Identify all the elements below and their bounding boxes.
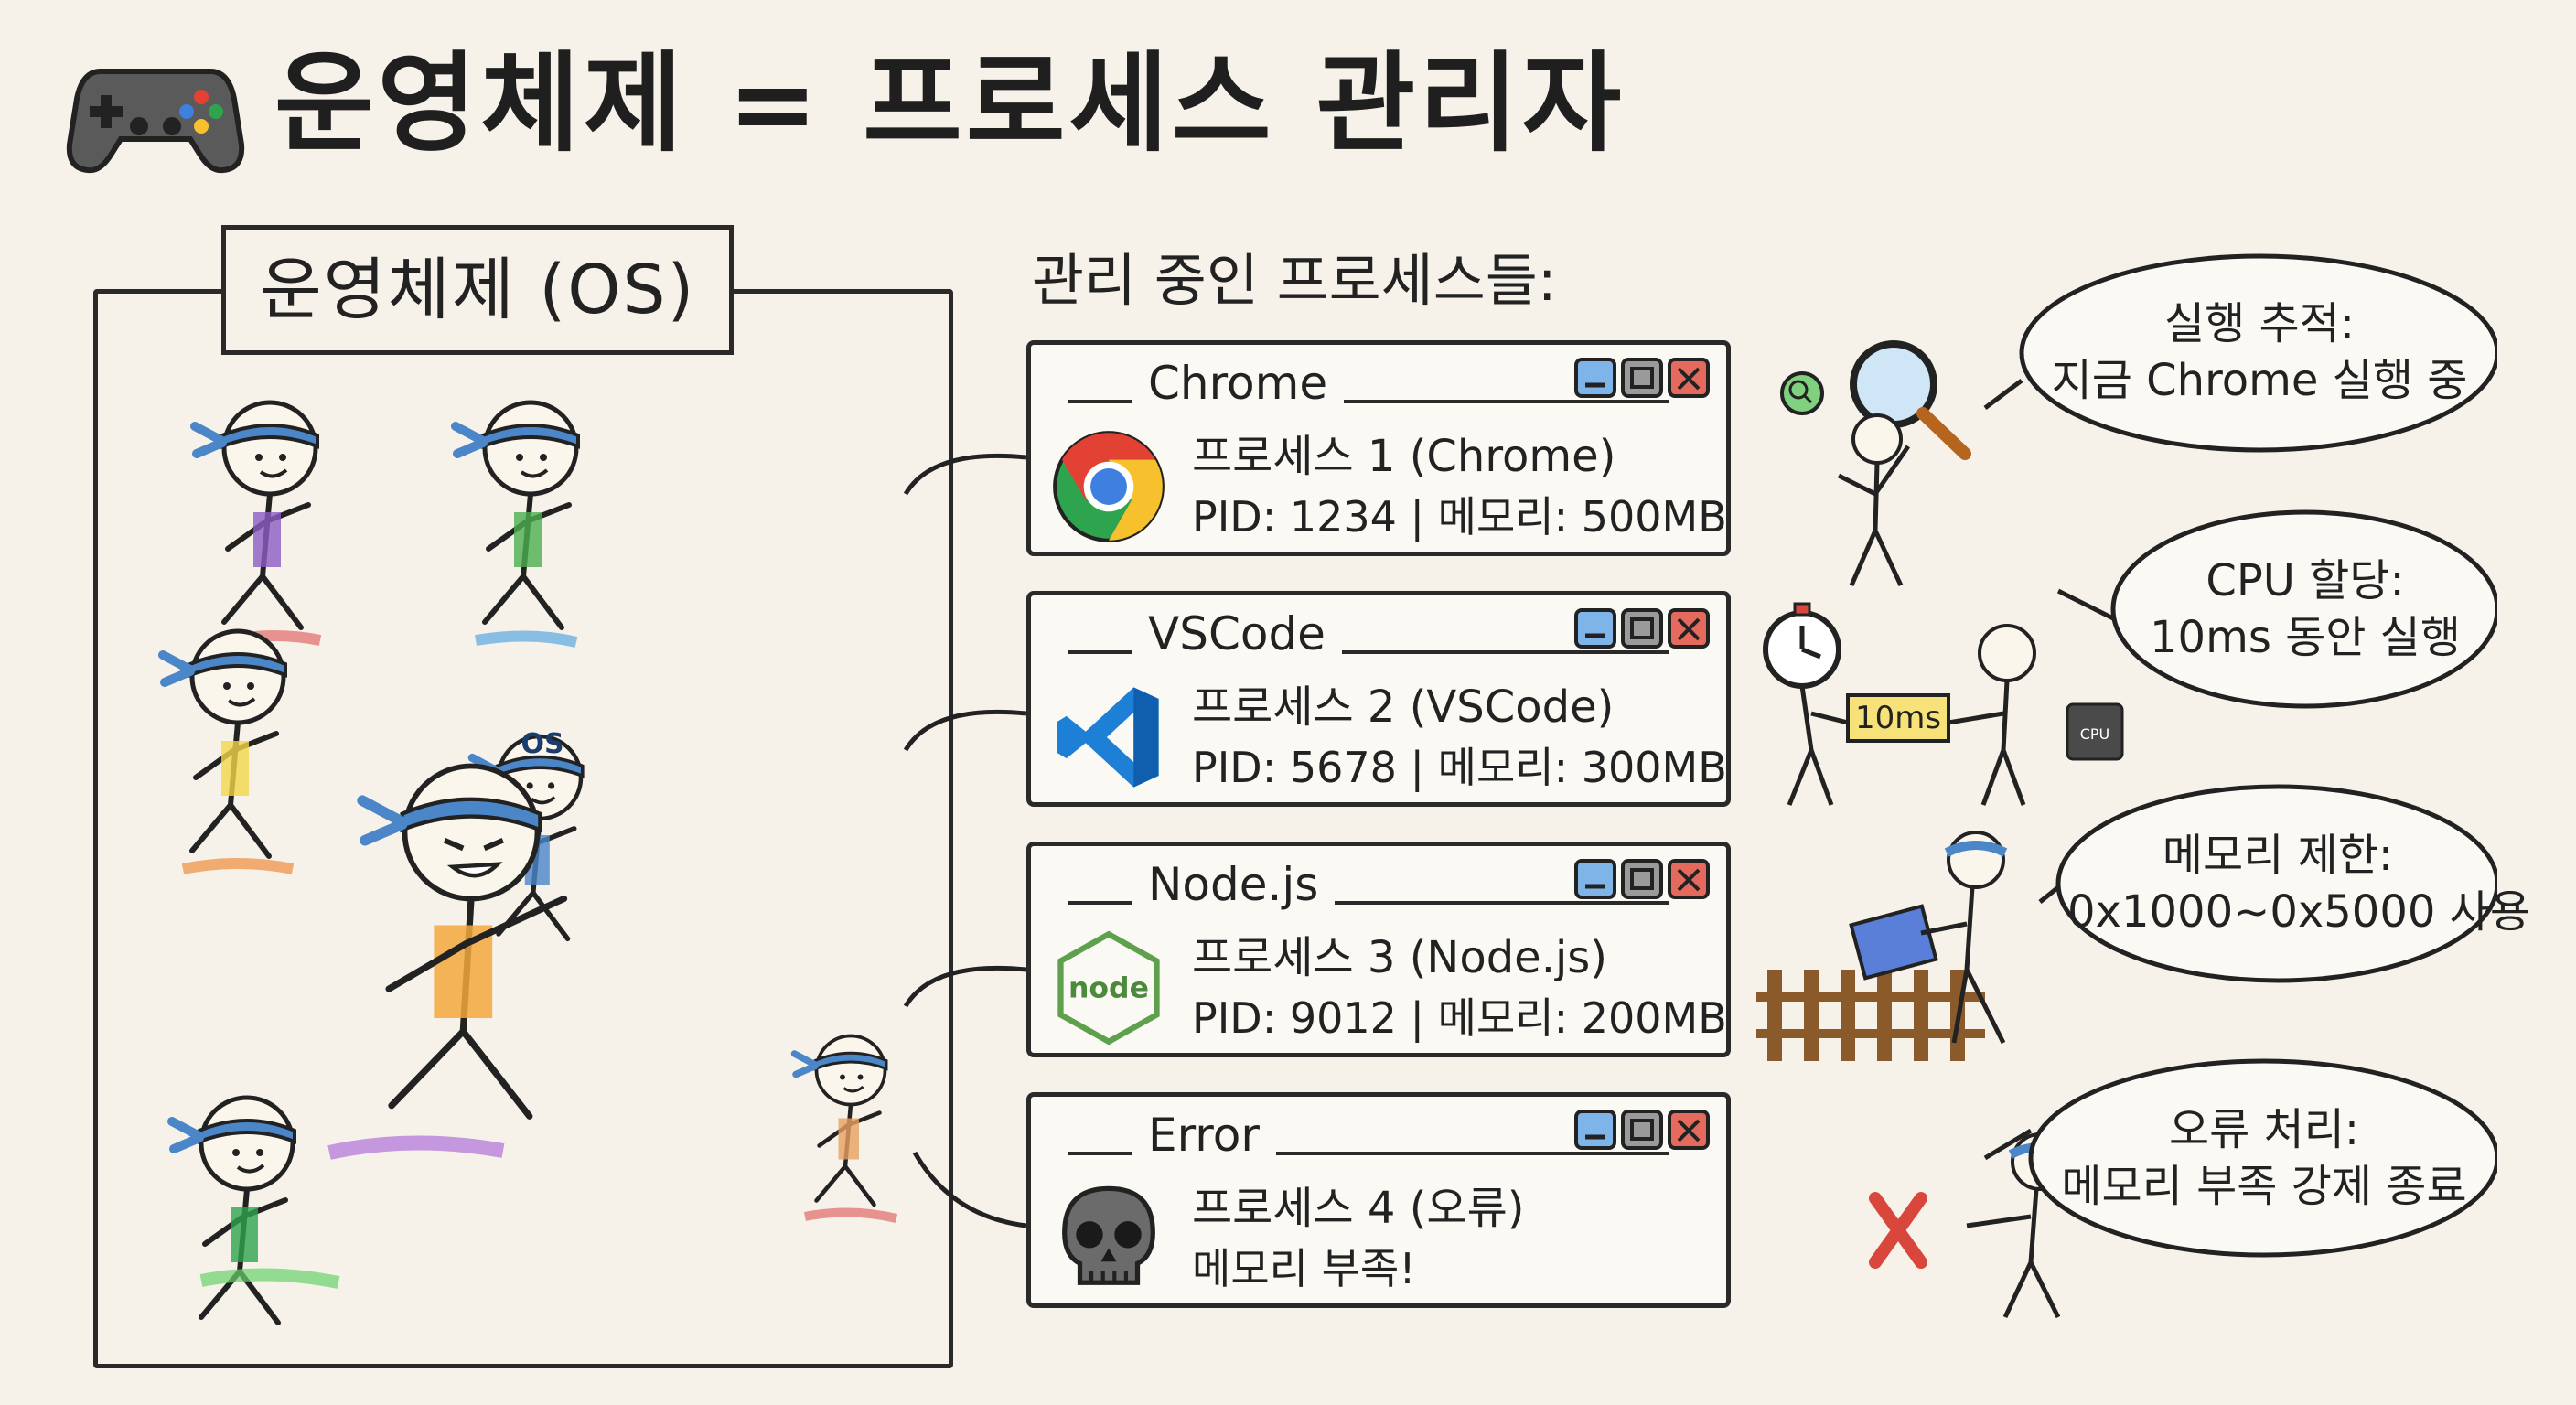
- process-window-vscode[interactable]: VSCode 프로세스 2 (VSCode) PID: 5678 | 메모리: …: [1026, 591, 1731, 807]
- speech-bubbles: [1983, 253, 2497, 1258]
- process-details: 메모리 부족!: [1192, 1244, 1416, 1293]
- stopwatch-icon: 10ms CPU: [1763, 602, 2124, 806]
- process-label: 프로세스 1 (Chrome): [1192, 431, 1616, 482]
- window-title: Chrome: [1132, 354, 1345, 413]
- bubble-title: 메모리 제한:: [2162, 830, 2394, 881]
- magnifier-icon: [1780, 340, 1971, 587]
- bubble-body: 0x1000~0x5000 사용: [2067, 886, 2530, 938]
- bubble-body: 10ms 동안 실행: [2150, 612, 2461, 663]
- chrome-icon: [1053, 431, 1165, 542]
- window-controls[interactable]: [1574, 608, 1712, 649]
- bubble-error-handling: 오류 처리: 메모리 부족 강제 종료: [2035, 1101, 2493, 1215]
- bubble-title: 오류 처리:: [2168, 1104, 2360, 1155]
- bubble-memory-limit: 메모리 제한: 0x1000~0x5000 사용: [2067, 827, 2530, 940]
- window-title: VSCode: [1132, 605, 1342, 663]
- action-illustrations: 10ms CPU: [1756, 340, 2124, 1319]
- window-title: Node.js: [1132, 855, 1336, 914]
- os-label: 운영체제 (OS): [221, 225, 734, 355]
- nodejs-icon: node: [1057, 930, 1160, 1046]
- window-controls[interactable]: [1574, 859, 1712, 899]
- bubble-body: 지금 Chrome 실행 중: [2051, 355, 2468, 406]
- process-list-heading: 관리 중인 프로세스들:: [1032, 247, 1557, 314]
- process-details: PID: 9012 | 메모리: 200MB: [1192, 993, 1727, 1043]
- window-title: Error: [1132, 1106, 1276, 1164]
- bubble-exec-tracking: 실행 추적: 지금 Chrome 실행 중: [2012, 295, 2506, 409]
- bubble-title: CPU 할당:: [2206, 555, 2405, 606]
- connector-lines: [903, 453, 1027, 1228]
- process-window-nodejs[interactable]: Node.js node 프로세스 3 (Node.js) PID: 9012 …: [1026, 842, 1731, 1057]
- process-label: 프로세스 3 (Node.js): [1192, 932, 1608, 983]
- bubble-cpu-allocation: CPU 할당: 10ms 동안 실행: [2122, 552, 2488, 666]
- window-controls[interactable]: [1574, 358, 1712, 398]
- bubble-body: 메모리 부족 강제 종료: [2061, 1161, 2467, 1212]
- process-window-error[interactable]: Error 프로세스 4 (오류) 메모리 부족!: [1026, 1092, 1731, 1308]
- window-controls[interactable]: [1574, 1110, 1712, 1150]
- process-label: 프로세스 4 (오류): [1192, 1183, 1525, 1234]
- process-details: PID: 1234 | 메모리: 500MB: [1192, 492, 1727, 542]
- gamepad-icon: [66, 69, 245, 174]
- os-runners-illustration: OS: [101, 357, 898, 1354]
- time-slice-label: 10ms: [1855, 700, 1941, 736]
- nodejs-icon-text: node: [1068, 972, 1149, 1005]
- cpu-chip-label: CPU: [2080, 725, 2110, 743]
- process-window-chrome[interactable]: Chrome 프로세스 1 (Chrome) PID: 1234 | 메모리: …: [1026, 340, 1731, 556]
- vscode-icon: [1057, 687, 1159, 788]
- skull-icon: [1062, 1185, 1155, 1285]
- process-details: PID: 5678 | 메모리: 300MB: [1192, 743, 1727, 792]
- process-label: 프로세스 2 (VSCode): [1192, 681, 1615, 733]
- headband-text: OS: [521, 728, 564, 760]
- fence-icon: [1756, 831, 2008, 1061]
- bubble-title: 실행 추적:: [2163, 298, 2356, 349]
- page-title: 운영체제 = 프로세스 관리자: [274, 40, 1626, 166]
